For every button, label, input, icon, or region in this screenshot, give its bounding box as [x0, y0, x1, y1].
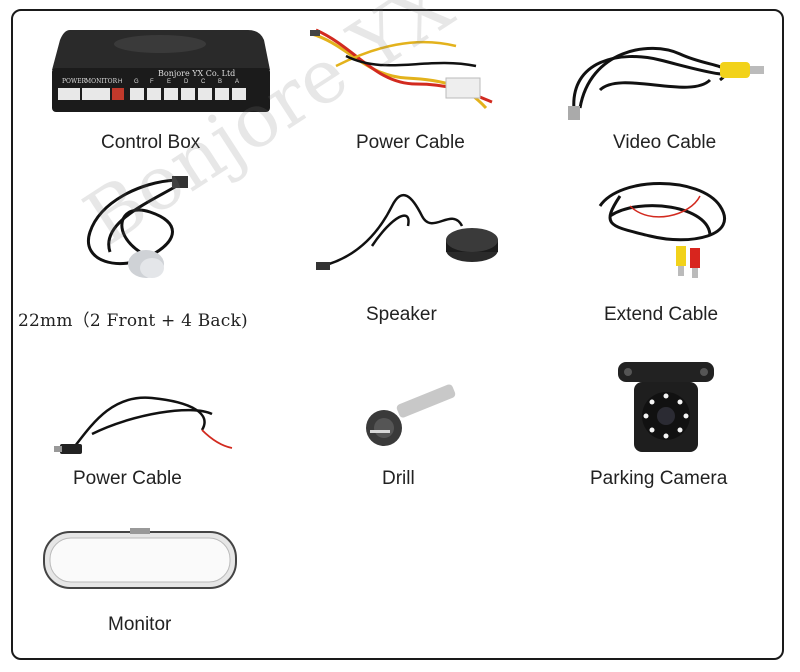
control-box-port-g: G	[134, 79, 139, 85]
control-box-port-b: B	[218, 79, 222, 85]
speaker-image	[316, 193, 498, 270]
monitor-image	[43, 528, 237, 589]
control-box-image: Bonjore YX Co. Ltd POWER MONITOR H G F E…	[52, 30, 270, 112]
control-box-port-f: F	[150, 79, 154, 85]
control-box-port-e: E	[167, 79, 171, 85]
extend-cable-image	[598, 182, 727, 278]
control-box-port-d: D	[184, 79, 189, 85]
item-label: Parking Camera	[590, 468, 728, 489]
item-label: Speaker	[366, 304, 437, 325]
control-box-port-h: H	[118, 79, 122, 85]
control-box-brand: Bonjore YX Co. Ltd	[158, 69, 235, 78]
item-label: Video Cable	[613, 132, 717, 153]
item-label: Control Box	[101, 132, 201, 153]
item-label: Extend Cable	[604, 304, 719, 325]
product-list-frame	[11, 9, 784, 660]
item-label: Monitor	[108, 614, 172, 635]
item-label: Power Cable	[73, 468, 182, 489]
video-cable-image	[568, 46, 764, 120]
parking-camera-image	[618, 362, 714, 452]
control-box-port-a: A	[235, 79, 239, 85]
item-label: 22mm（2 Front + 4 Back)	[18, 311, 248, 331]
drill-image	[366, 384, 456, 446]
item-label: Drill	[382, 468, 415, 489]
control-box-port-monitor: MONITOR	[85, 78, 118, 85]
sensor-image	[86, 176, 188, 278]
control-box-port-power: POWER	[62, 78, 87, 85]
power-cable-image	[310, 28, 493, 110]
control-box-port-c: C	[201, 79, 206, 85]
item-label: Power Cable	[356, 132, 465, 153]
power-cable-2-image	[54, 396, 233, 454]
